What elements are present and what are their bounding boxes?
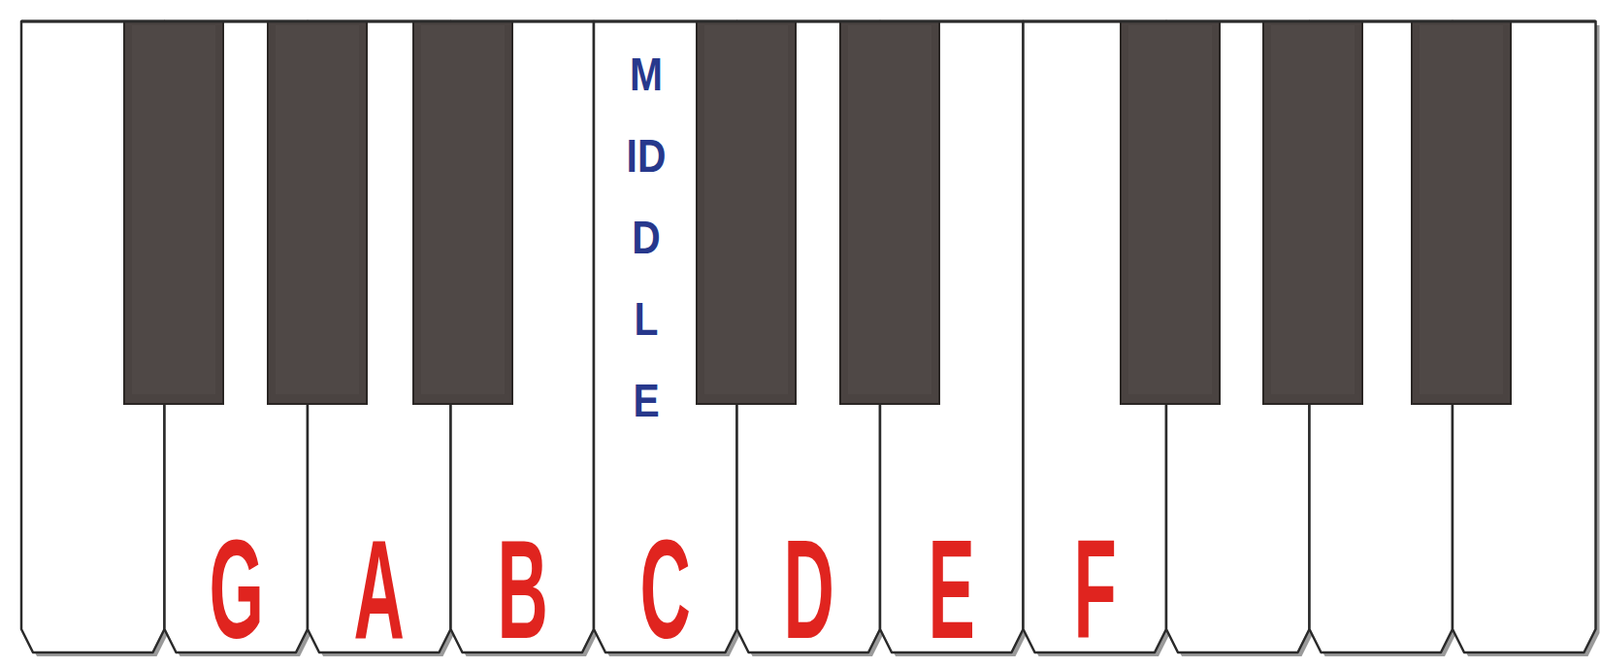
note-letter: A [343, 519, 416, 660]
black-key [1411, 21, 1511, 404]
black-key [267, 21, 367, 404]
middle-c-marker: MIDDLE [626, 33, 667, 442]
note-letter: F [1058, 519, 1131, 660]
keyboard-top-edge [21, 20, 1597, 24]
note-letter: G [199, 519, 272, 660]
black-key-sheen [704, 25, 788, 394]
black-key-sheen [131, 25, 216, 394]
note-letter: B [486, 519, 558, 660]
black-key-sheen [1271, 25, 1355, 394]
black-key-sheen [1128, 25, 1212, 394]
black-key [840, 21, 940, 404]
black-key [124, 21, 224, 404]
black-key [1120, 21, 1220, 404]
black-key [1263, 21, 1363, 404]
black-key-sheen [1419, 25, 1503, 394]
black-key-sheen [275, 25, 360, 394]
note-letter: C [629, 519, 702, 660]
black-key [696, 21, 796, 404]
black-key [413, 21, 513, 404]
black-key-sheen [848, 25, 932, 394]
note-letter: D [772, 519, 845, 660]
note-letter: E [915, 519, 988, 660]
black-key-sheen [421, 25, 505, 394]
